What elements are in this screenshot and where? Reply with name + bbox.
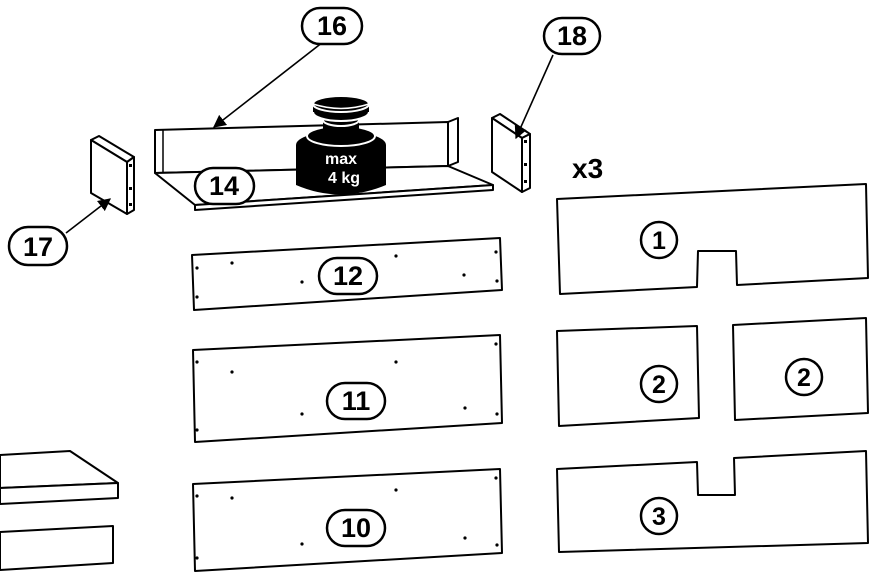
weight-limit-line1: max xyxy=(325,151,357,168)
label-18: 18 xyxy=(542,16,602,56)
label-16: 16 xyxy=(300,6,364,46)
svg-text:17: 17 xyxy=(23,232,53,262)
svg-text:2: 2 xyxy=(797,364,811,392)
panel-3 xyxy=(556,450,869,553)
label-2-right: 2 xyxy=(784,357,824,397)
weight-limit-line2: 4 kg xyxy=(328,170,360,187)
leader-18 xyxy=(514,54,554,140)
svg-text:16: 16 xyxy=(317,11,347,41)
side-panel-17 xyxy=(90,135,135,215)
panel-2-left xyxy=(556,325,700,427)
quantity-multiplier: x3 xyxy=(572,153,603,184)
leader-16 xyxy=(212,41,324,128)
partial-board-top-left xyxy=(0,450,119,505)
svg-text:11: 11 xyxy=(342,386,371,416)
leader-17 xyxy=(65,198,112,234)
label-2-left: 2 xyxy=(639,364,679,404)
partial-board-bottom-left xyxy=(0,525,114,571)
svg-text:3: 3 xyxy=(652,503,666,531)
svg-text:14: 14 xyxy=(209,171,239,201)
label-1: 1 xyxy=(639,220,679,260)
svg-text:10: 10 xyxy=(341,513,371,543)
svg-text:12: 12 xyxy=(333,261,363,291)
svg-text:18: 18 xyxy=(557,21,587,51)
label-3: 3 xyxy=(639,496,679,536)
label-17: 17 xyxy=(7,225,69,267)
svg-text:1: 1 xyxy=(652,227,666,255)
label-12: 12 xyxy=(317,256,379,296)
panel-1 xyxy=(556,183,869,295)
weight-icon: max 4 kg xyxy=(296,95,386,195)
label-10: 10 xyxy=(325,508,387,548)
label-14: 14 xyxy=(193,166,256,206)
side-panel-18 xyxy=(491,113,531,193)
label-11: 11 xyxy=(325,381,387,421)
svg-text:2: 2 xyxy=(652,371,666,399)
